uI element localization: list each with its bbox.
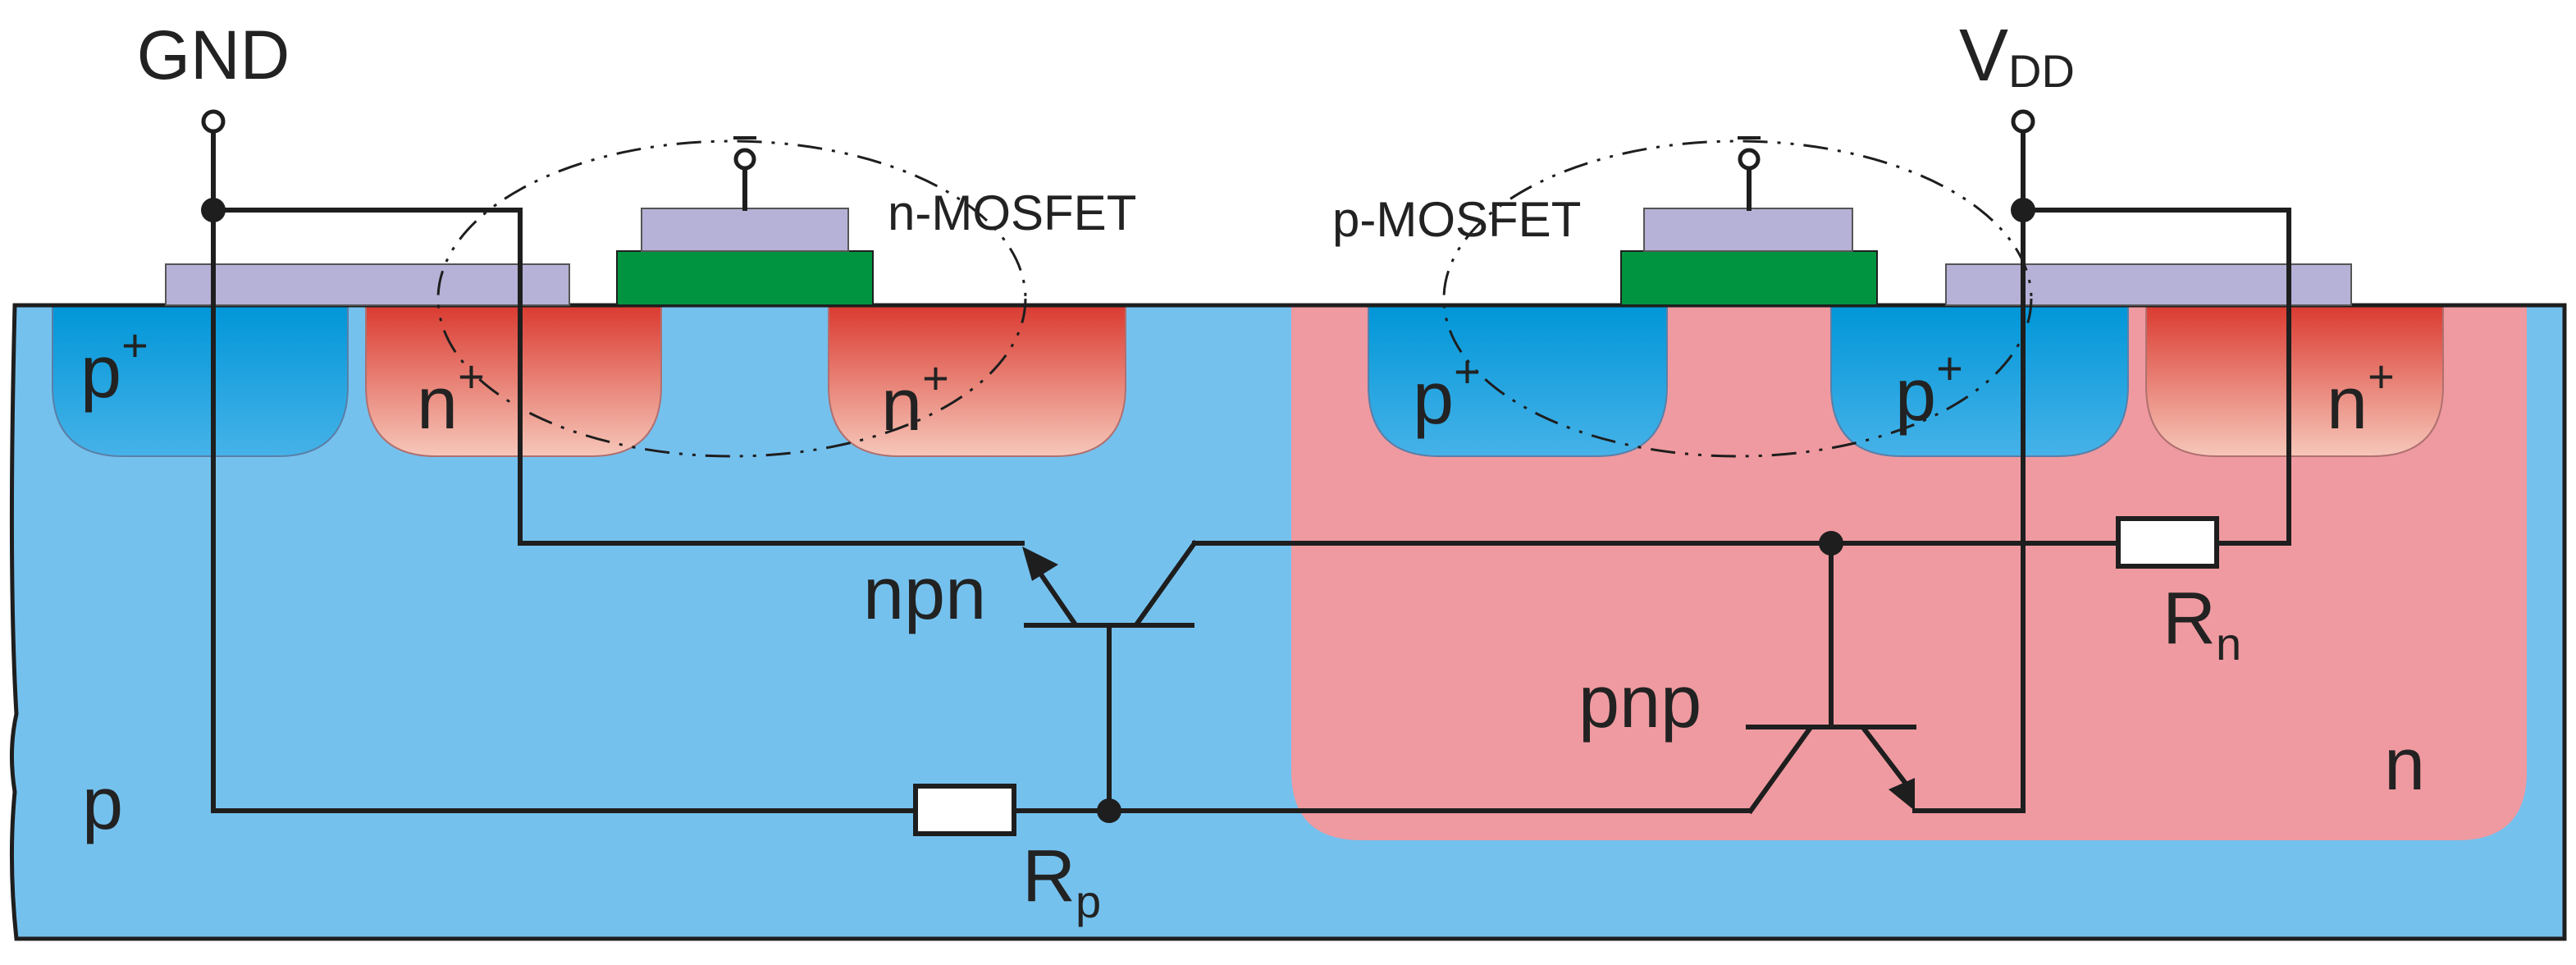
rn-label-main: R — [2163, 578, 2216, 660]
p-plus-diffusion-pmos-drain — [1368, 304, 1668, 457]
vdd-label-sub: DD — [2008, 45, 2075, 97]
diffusion-label-sup: + — [121, 319, 148, 371]
gnd-terminal[interactable] — [201, 109, 226, 134]
nmos-label: n-MOSFET — [888, 185, 1136, 240]
pmos-gate-terminal[interactable] — [1738, 148, 1761, 171]
rn-label-sub: n — [2216, 618, 2241, 670]
vdd-label-main: V — [1959, 15, 2008, 97]
nmos-gate-terminal[interactable] — [733, 148, 756, 171]
nmos-outline — [436, 139, 1027, 458]
diffusion-label-main: n — [881, 364, 922, 446]
diffusion-label: n+ — [881, 352, 949, 446]
diffusion-label-sup: + — [922, 352, 949, 404]
diffusion-label: p+ — [1895, 342, 1963, 437]
diffusion-label-sup: + — [1454, 345, 1481, 397]
pnp-collector-leg — [1747, 725, 1814, 815]
n-plus-diffusion-vdd-tap — [2145, 304, 2444, 457]
gnd-label-text: GND — [137, 16, 290, 94]
npn-emitter-arrow — [1022, 547, 1058, 581]
pmos-outline — [1442, 139, 2033, 458]
pnp-label: pnp — [1578, 661, 1701, 743]
n-plus-diffusion-nmos-source — [365, 304, 662, 457]
diffusion-label-sup: + — [1936, 342, 1963, 394]
diffusion-label: n+ — [2327, 350, 2395, 445]
diffusion-label: p+ — [1413, 345, 1481, 440]
rn-to-vdd-wire — [2021, 208, 2291, 546]
vdd-label: VDD — [1959, 15, 2075, 97]
diffusion-label-sup: + — [458, 350, 485, 402]
pmos-gate — [1620, 250, 1878, 306]
resistor-rn — [2116, 516, 2219, 569]
p-plus-diffusion-pmos-source — [1830, 304, 2129, 457]
vdd-junction-dot — [2011, 198, 2035, 222]
gnd-label: GND — [137, 16, 290, 94]
pnp-emitter-leg — [1860, 725, 1916, 795]
pmos-gate-contact — [1643, 208, 1853, 252]
diffusion-label-sup: + — [2368, 350, 2395, 402]
pnp-emitter-to-vdd-wire — [1912, 129, 2026, 813]
diffusion-label-main: p — [80, 332, 121, 414]
npn-collector-leg — [1133, 539, 1199, 628]
pmos-label: p-MOSFET — [1332, 192, 1581, 247]
nwell-label: n — [2384, 724, 2425, 806]
rp-label: Rp — [1022, 835, 1101, 927]
gnd-junction-dot — [201, 198, 226, 222]
nmos-gate — [616, 250, 874, 306]
gnd-to-source-wire — [211, 208, 1025, 546]
npn-label: npn — [863, 553, 986, 635]
vdd-terminal[interactable] — [2011, 109, 2035, 134]
n-plus-diffusion-nmos-drain — [828, 304, 1126, 457]
diffusion-label-main: p — [1413, 358, 1454, 440]
p-plus-diffusion-gnd-tap — [52, 304, 349, 457]
npn-emitter-leg — [1031, 562, 1079, 628]
resistor-rp — [913, 784, 1016, 836]
substrate-label: p — [82, 763, 123, 845]
diffusion-label-main: p — [1895, 354, 1936, 437]
rp-label-main: R — [1022, 835, 1076, 917]
rp-label-sub: p — [1076, 876, 1101, 927]
diffusion-label-main: n — [417, 363, 458, 445]
diffusion-label: p+ — [80, 319, 148, 414]
vdd-contact — [1945, 263, 2352, 306]
pnp-emitter-arrow — [1889, 778, 1915, 811]
diffusion-label-main: n — [2327, 363, 2368, 445]
nmos-gate-contact — [641, 208, 849, 252]
npn-base-junction-dot — [1097, 798, 1121, 823]
gnd-contact — [165, 263, 570, 306]
rn-label: Rn — [2163, 578, 2241, 670]
diffusion-label: n+ — [417, 350, 485, 445]
